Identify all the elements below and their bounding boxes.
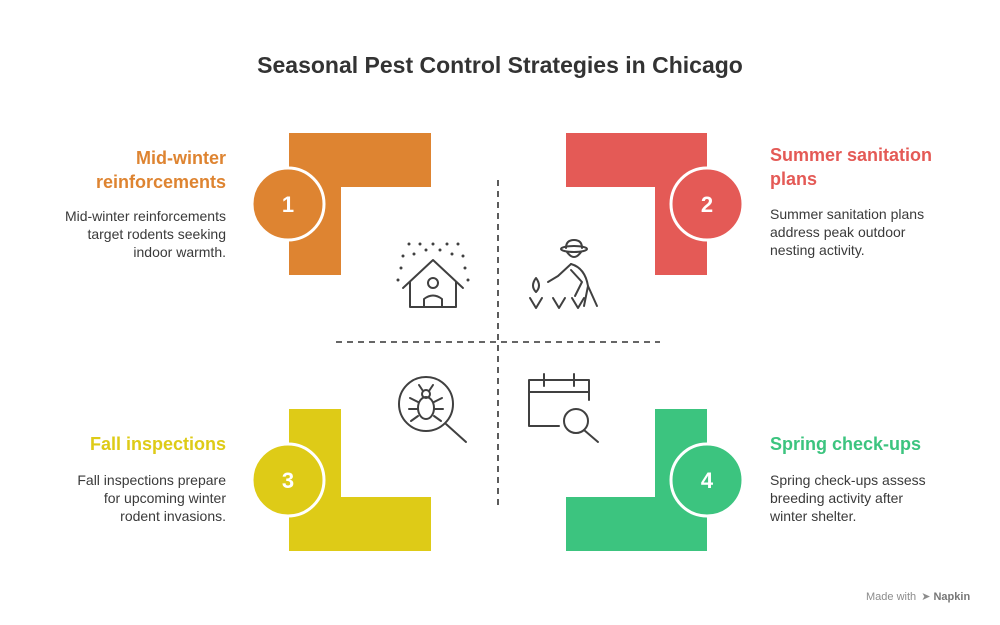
- item-2-title-line2: plans: [770, 169, 818, 189]
- page-title: Seasonal Pest Control Strategies in Chic…: [257, 52, 743, 78]
- item-2-desc-line3: nesting activity.: [770, 242, 865, 258]
- item-1-desc-line1: Mid-winter reinforcements: [64, 208, 226, 224]
- item-4-desc-line1: Spring check-ups assess: [770, 472, 926, 488]
- item-2-title: Summer sanitation plans: [770, 143, 980, 191]
- shape-4: [566, 409, 707, 551]
- item-3-desc-line2: for upcoming winter: [103, 490, 226, 506]
- shape-3: [289, 409, 431, 551]
- shape-2: [566, 133, 707, 275]
- item-1-description: Mid-winter reinforcements target rodents…: [20, 207, 226, 261]
- step-4-number: 4: [701, 468, 714, 493]
- item-4-title: Spring check-ups: [770, 432, 980, 456]
- item-4-title-line1: Spring check-ups: [770, 434, 922, 454]
- napkin-logo-icon: ➤: [921, 591, 931, 603]
- step-4-badge: 4: [669, 442, 745, 518]
- item-3-title: Fall inspections: [20, 432, 226, 456]
- made-with-badge[interactable]: Made with ➤ Napkin: [866, 590, 970, 603]
- step-2-badge: 2: [669, 166, 745, 242]
- item-2-desc-line1: Summer sanitation plans: [770, 206, 925, 222]
- item-1-desc-line2: target rodents seeking: [87, 226, 226, 242]
- step-1-number: 1: [282, 192, 294, 217]
- house-snow-icon: [396, 242, 470, 308]
- shape-1: [289, 133, 431, 275]
- item-4-desc-line3: winter shelter.: [770, 508, 857, 524]
- item-4-desc-line2: breeding activity after: [770, 490, 904, 506]
- step-3-number: 3: [282, 468, 294, 493]
- calendar-search-icon: [528, 373, 599, 443]
- item-3-title-line1: Fall inspections: [89, 434, 226, 454]
- bug-magnifier-icon: [398, 376, 467, 443]
- item-1-desc-line3: indoor warmth.: [133, 244, 226, 260]
- item-2-description: Summer sanitation plans address peak out…: [770, 205, 980, 259]
- brand-name: Napkin: [933, 591, 971, 603]
- item-1-title-line2: reinforcements: [95, 172, 226, 192]
- item-3-desc-line1: Fall inspections prepare: [77, 472, 226, 488]
- step-3-badge: 3: [250, 442, 326, 518]
- item-3-desc-line3: rodent invasions.: [120, 508, 226, 524]
- item-1-title-line1: Mid-winter: [136, 148, 226, 168]
- gardener-icon: [529, 239, 598, 309]
- step-1-badge: 1: [250, 166, 326, 242]
- item-2-title-line1: Summer sanitation: [770, 145, 933, 165]
- made-with-label: Made with: [866, 591, 917, 603]
- item-3-description: Fall inspections prepare for upcoming wi…: [20, 471, 226, 525]
- item-2-desc-line2: address peak outdoor: [770, 224, 906, 240]
- item-1-title: Mid-winter reinforcements: [20, 146, 226, 194]
- item-4-description: Spring check-ups assess breeding activit…: [770, 471, 980, 525]
- step-2-number: 2: [701, 192, 713, 217]
